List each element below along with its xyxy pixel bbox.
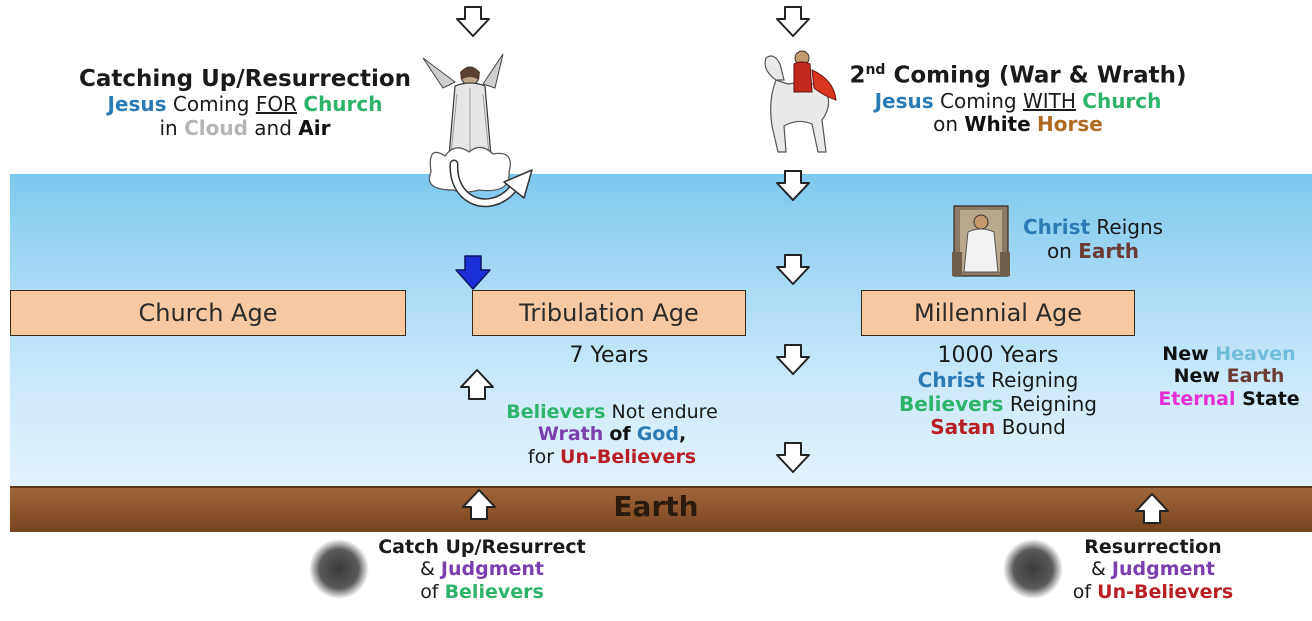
ascending-jesus-icon [422, 53, 511, 193]
enthroned-christ-icon [952, 205, 1010, 277]
arrow-down-icon [776, 442, 810, 473]
rapture-line-3: in Cloud and Air [159, 115, 331, 140]
arrow-down-icon [776, 170, 810, 201]
earth-band [10, 486, 1312, 532]
judgment-believers-caption: Catch Up/Resurrect & Judgment of Believe… [378, 536, 586, 603]
second-coming-caption: 2nd Coming (War & Wrath) Jesus Coming WI… [838, 62, 1198, 137]
white-horse-rider-icon [764, 50, 837, 153]
arrow-up-icon [462, 489, 496, 520]
second-coming-line-3: on White Horse [933, 112, 1103, 137]
eternal-state: New Heaven New Earth Eternal State [1158, 343, 1300, 410]
arrow-down-icon [776, 344, 810, 375]
dust-icon [1003, 539, 1063, 599]
earth-label: Earth [613, 490, 699, 523]
arrow-up-icon [1135, 493, 1169, 524]
rapture-title: Catching Up/Resurrection [78, 66, 412, 92]
rapture-caption: Catching Up/Resurrection Jesus Coming FO… [70, 66, 420, 140]
christ-reigns-caption: Christ Reigns on Earth [1022, 215, 1164, 263]
millennial-age-box: Millennial Age [861, 290, 1135, 336]
rapture-curved-arrow-icon [449, 159, 533, 208]
blue-arrow-down-icon [455, 255, 491, 290]
rapture-line-2: Jesus Coming FOR Church [107, 92, 383, 117]
tribulation-age-box: Tribulation Age [472, 290, 746, 336]
arrow-down-icon [776, 6, 810, 37]
believers-note: Believers Not endure Wrath of God, for U… [506, 401, 718, 468]
second-coming-title: 2nd Coming (War & Wrath) [849, 62, 1187, 89]
dust-icon [309, 539, 369, 599]
arrow-down-icon [456, 6, 490, 37]
arrow-down-icon [776, 254, 810, 285]
millennium-details: 1000 Years Christ Reigning Believers Rei… [899, 343, 1097, 440]
church-age-box: Church Age [10, 290, 406, 336]
judgment-unbelievers-caption: Resurrection & Judgment of Un-Believers [1072, 536, 1234, 603]
arrow-up-icon [460, 369, 494, 400]
tribulation-years: 7 Years [569, 343, 649, 368]
second-coming-line-2: Jesus Coming WITH Church [874, 88, 1162, 113]
